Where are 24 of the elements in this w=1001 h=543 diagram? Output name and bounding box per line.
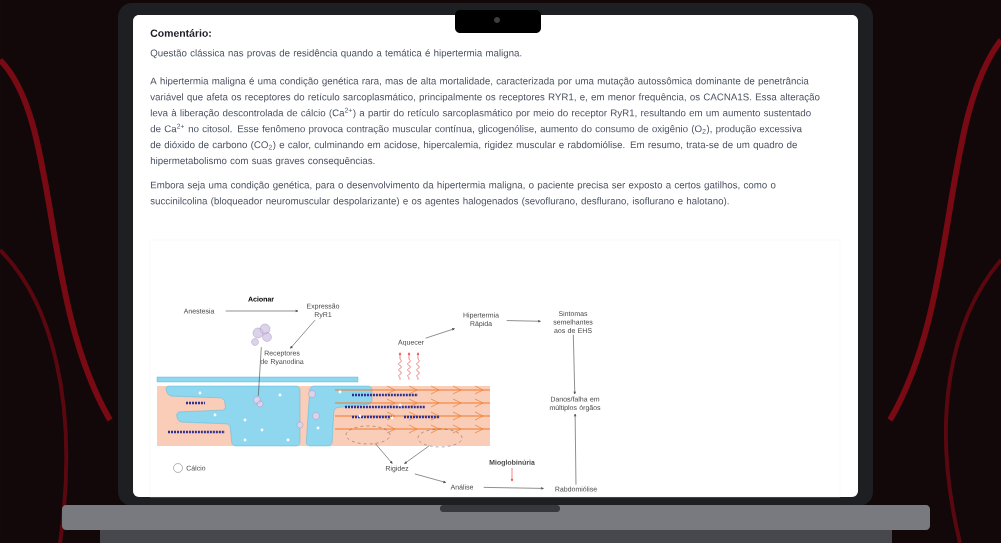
arrow (225, 309, 299, 313)
heat-arrow (398, 352, 402, 381)
connector-line (258, 346, 262, 397)
receptor-protein-drawing (251, 323, 272, 346)
heading: Comentário: (150, 29, 211, 37)
arrow (375, 443, 393, 464)
arrow (483, 487, 544, 490)
paragraph: A hipertermia maligna é uma condição genética rara, mas de alta mortalidade, caracterizada por uma mutação autossômica dominante de penetrância variável que afeta os receptores do retículo sarcoplasmático, principalmente os receptores RYR1, e, em menor frequência, os CACNA1S. Essa alteração leva à liberação descontrolada de cálcio (Ca$^{2+}$) a partir do retículo sarcoplasmático por meio do receptor RyR1, resultando em um aumento sustentado de Ca$^{2+}$ no citosol. Esse fenômeno provoca contração muscular contínua, glicogenólise, aumento do consumo de oxigênio (O$_{2}$), produção excessiva de dióxido de carbono (CO$_{2}$) e calor, culminando em acidose, hipercalemia, rigidez muscular e rabdomiólise. Em resumo, trata-se de um quadro de hipermetabolismo com suas graves consequências. (150, 77, 820, 167)
dashed-ellipse (345, 425, 391, 445)
arrow (506, 320, 541, 323)
arrow (404, 445, 430, 464)
arrow (425, 328, 455, 339)
arrow (414, 473, 446, 483)
dashed-ellipse (417, 428, 463, 448)
receptor-drawing (253, 396, 264, 408)
arrow (573, 334, 576, 395)
paragraph: Questão clássica nas provas de residência quando a temática é hipertermia maligna. (150, 49, 522, 59)
muscle-fiber-drawing (156, 376, 491, 447)
arrow (574, 413, 577, 485)
heat-arrow (416, 352, 420, 381)
arrow (290, 319, 316, 349)
heat-arrow (407, 352, 411, 381)
paragraph: Embora seja uma condição genética, para o desenvolvimento da hipertermia maligna, o paciente precisa ser exposto a certos gatilhos, como o succinilcolina (bloqueador neuromuscular despolarizante) e os agentes halogenados (sevoflurano, desflurano, isoflurano e halotano). (150, 181, 776, 207)
arrow (510, 467, 514, 482)
